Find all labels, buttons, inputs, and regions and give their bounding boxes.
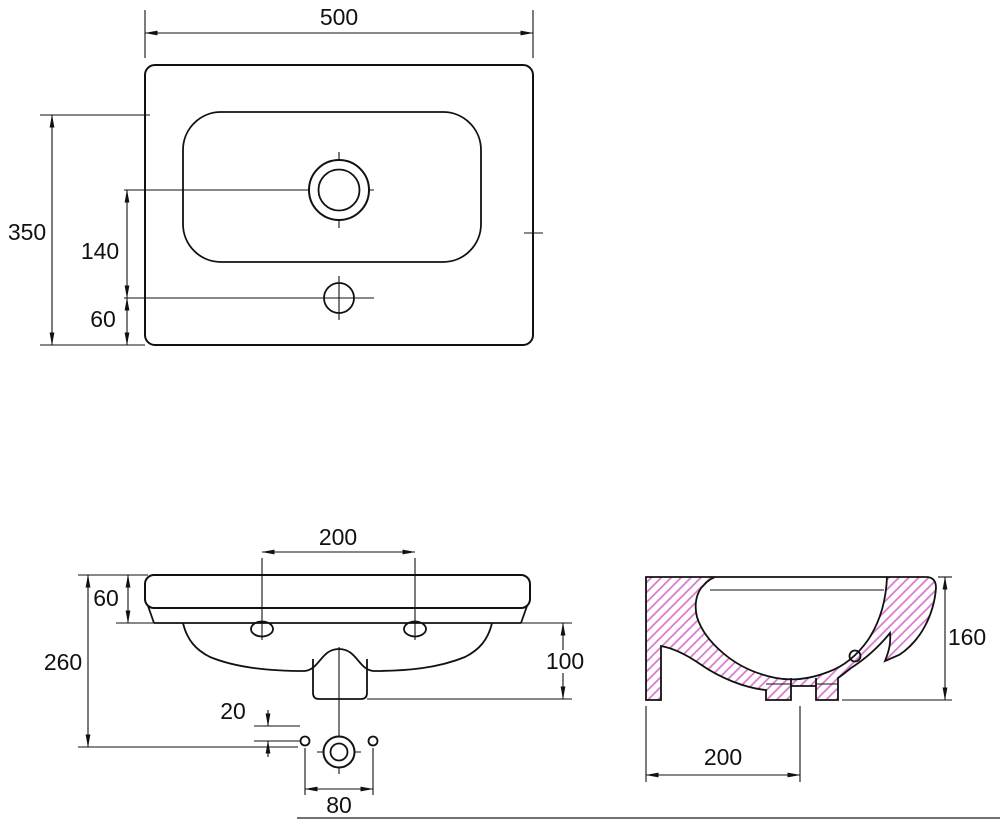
front-view: 200 60 260 100 20 80: [44, 524, 588, 818]
rim-wing-left: [147, 605, 155, 624]
dim-label-rim-height: 60: [93, 585, 119, 611]
rim-wing-right: [520, 605, 528, 624]
body-underside-left: [182, 622, 306, 672]
dim-label-body-depth: 100: [546, 648, 584, 674]
side-view: 160 200: [645, 576, 986, 782]
tap-hole: [323, 282, 355, 314]
dim-label-taphole-to-front-edge: 60: [90, 306, 116, 332]
dim-label-overall-height: 260: [44, 649, 82, 675]
basin-bowl-outline: [182, 111, 482, 263]
dim-label-outlet-hole-spacing: 80: [326, 792, 352, 818]
bolt-hole-left: [299, 735, 311, 747]
dim-label-outlet-offset: 20: [220, 698, 246, 724]
fixing-hole-section: [848, 649, 862, 663]
bolt-hole-right: [367, 735, 379, 747]
drain-hole-inner: [317, 168, 361, 212]
dim-label-fixing-hole-spacing: 200: [319, 524, 357, 550]
drain-trap-box: [312, 659, 368, 700]
dim-label-drain-to-taphole: 140: [81, 238, 119, 264]
dim-label-wall-to-drain: 200: [704, 744, 742, 770]
label-mask: [540, 650, 588, 673]
rim-slab: [144, 574, 531, 609]
dim-label-overall-width: 500: [320, 4, 358, 30]
drain-outlet-inner: [329, 742, 349, 762]
top-view: 500 350 140 60: [8, 4, 543, 346]
body-underside-right: [372, 622, 493, 672]
dim-label-overall-depth: 350: [8, 219, 46, 245]
drain-outlet-outer: [322, 735, 356, 769]
dim-label-side-height: 160: [948, 624, 986, 650]
section-wall-hatched: [645, 576, 937, 701]
